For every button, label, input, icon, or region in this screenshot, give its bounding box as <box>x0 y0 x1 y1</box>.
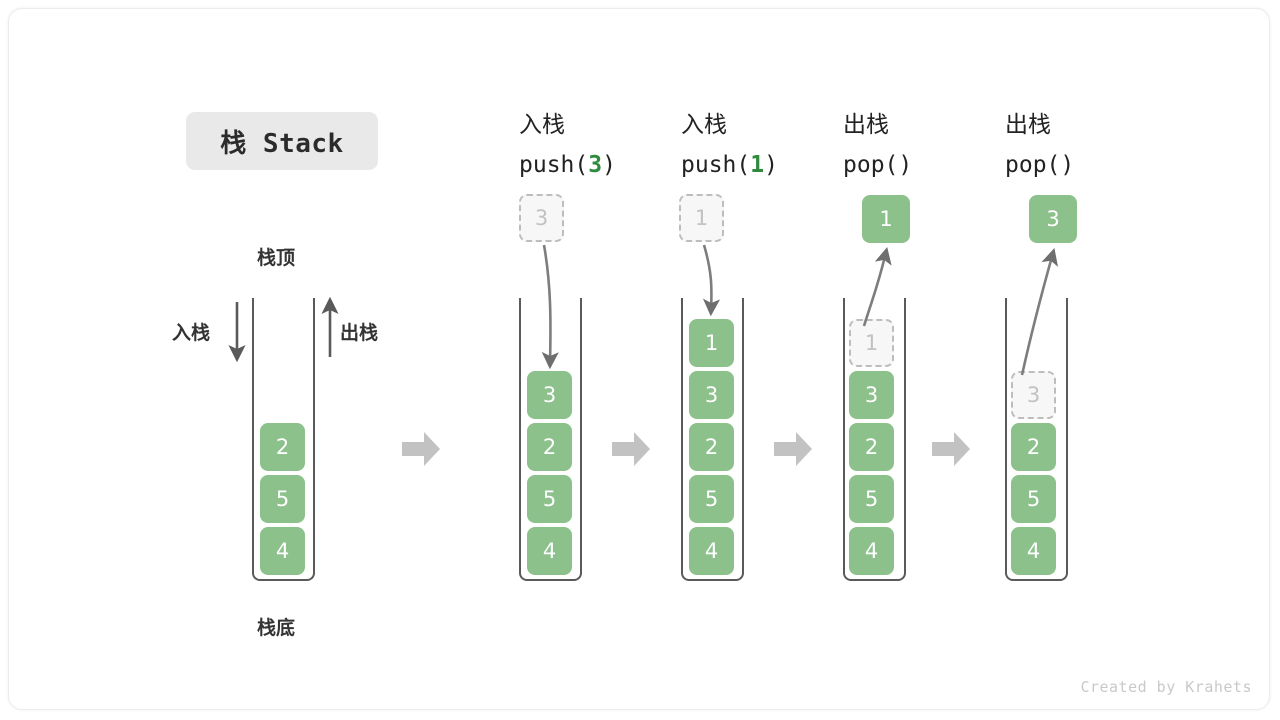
step-op-label: 出栈 <box>843 112 889 138</box>
step-op-code: pop() <box>1005 152 1075 178</box>
credit-text: Created by Krahets <box>1080 678 1252 696</box>
stack-cell-push-3-2: 5 <box>527 475 572 523</box>
incoming-ghost-cell-push-3: 3 <box>519 194 564 242</box>
stack-container-initial <box>252 298 315 581</box>
transition-arrow-2 <box>610 428 652 470</box>
stack-cell-pop-1-0: 3 <box>849 371 894 419</box>
step-heading-pop-1: 出栈 pop() <box>843 105 912 185</box>
transition-arrow-3 <box>772 428 814 470</box>
incoming-ghost-cell-push-1: 1 <box>679 194 724 242</box>
stack-cell-push-1-2: 2 <box>689 423 734 471</box>
pop-direction-label: 出栈 <box>340 322 379 344</box>
popped-cell-pop-3: 3 <box>1029 195 1077 243</box>
step-heading-pop-3: 出栈 pop() <box>1005 105 1074 185</box>
step-op-label: 出栈 <box>1005 112 1051 138</box>
outgoing-ghost-cell-pop-3: 3 <box>1011 371 1056 419</box>
stack-cell-push-3-0: 3 <box>527 371 572 419</box>
stack-bottom-label: 栈底 <box>257 617 296 639</box>
title-badge-label: 栈 Stack <box>220 128 344 159</box>
stack-cell: 5 <box>260 475 305 523</box>
step-heading-push-3: 入栈 push(3) <box>519 105 616 185</box>
stack-cell-pop-1-2: 5 <box>849 475 894 523</box>
stack-cell-push-3-1: 2 <box>527 423 572 471</box>
stack-top-label: 栈顶 <box>257 247 296 269</box>
stack-cell-push-1-3: 5 <box>689 475 734 523</box>
transition-arrow-4 <box>930 428 972 470</box>
step-op-label: 入栈 <box>681 112 727 138</box>
title-badge: 栈 Stack <box>186 112 378 170</box>
stack-cell-push-1-1: 3 <box>689 371 734 419</box>
push-direction-label: 入栈 <box>172 322 211 344</box>
stack-cell-pop-3-2: 4 <box>1011 527 1056 575</box>
stack-cell-pop-1-3: 4 <box>849 527 894 575</box>
step-op-code: push(1) <box>681 152 778 178</box>
stack-cell-pop-3-0: 2 <box>1011 423 1056 471</box>
stack-cell: 2 <box>260 423 305 471</box>
stack-cell: 4 <box>260 527 305 575</box>
stack-container-push-3 <box>519 298 582 581</box>
popped-cell-pop-1: 1 <box>862 195 910 243</box>
stack-cell-pop-3-1: 5 <box>1011 475 1056 523</box>
step-op-code: pop() <box>843 152 913 178</box>
stack-container-pop-3 <box>1005 298 1068 581</box>
stack-cell-pop-1-1: 2 <box>849 423 894 471</box>
step-heading-push-1: 入栈 push(1) <box>681 105 778 185</box>
stack-container-push-1 <box>681 298 744 581</box>
stack-cell-push-3-3: 4 <box>527 527 572 575</box>
stack-container-pop-1 <box>843 298 906 581</box>
step-op-label: 入栈 <box>519 112 565 138</box>
step-op-code: push(3) <box>519 152 616 178</box>
transition-arrow-1 <box>400 428 442 470</box>
stack-cell-push-1-4: 4 <box>689 527 734 575</box>
outgoing-ghost-cell-pop-1: 1 <box>849 319 894 367</box>
stack-cell-push-1-0: 1 <box>689 319 734 367</box>
